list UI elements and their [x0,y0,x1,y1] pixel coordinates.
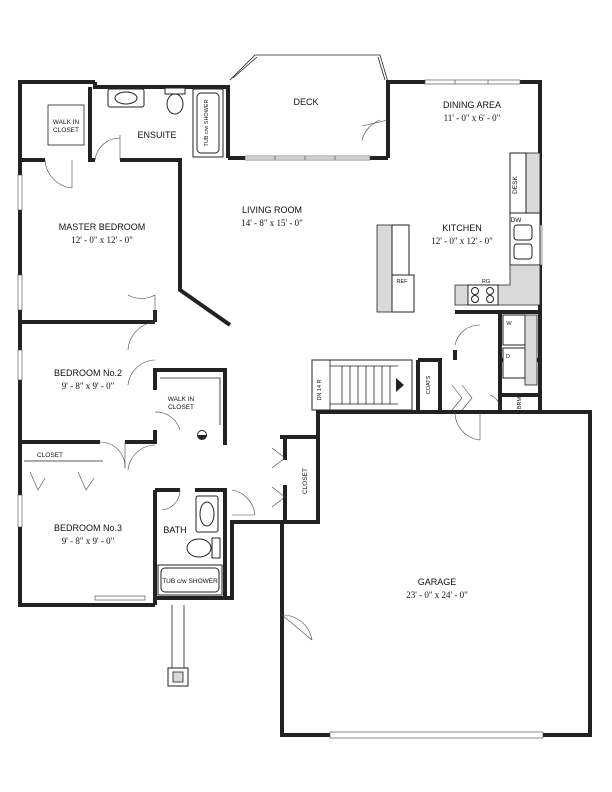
garage-label: GARAGE [418,577,457,587]
deck-label: DECK [293,97,318,107]
desk-label: DESK [512,175,519,193]
hall-closet [271,447,286,508]
bedroom3-dimensions: 9' - 8" x 9' - 0" [62,536,115,546]
washer-label: W [506,321,512,327]
master-closet-label-1: WALK IN [53,119,80,126]
fixture-labels: WALK IN CLOSET WALK IN CLOSET CLOSET TUB… [37,99,523,585]
bath-fixtures [157,495,223,596]
bed3-closet [24,460,103,491]
bed2-closet-label-2: CLOSET [168,404,194,411]
master-bedroom-label: MASTER BEDROOM [59,222,146,232]
bed3-closet-label: CLOSET [37,452,63,459]
fridge-label: REF [397,279,409,285]
living-label: LIVING ROOM [242,205,302,215]
coats-label: COATS [426,375,432,394]
room-labels: DECK DINING AREA 11' - 0" x 6' - 0" LIVI… [54,97,501,600]
range-label: RG [482,279,490,285]
master-closet-label-2: CLOSET [53,127,79,134]
bedroom3-label: BEDROOM No.3 [54,523,122,533]
doors [44,135,501,641]
ensuite-fixtures [107,87,224,158]
exterior-walls [18,80,592,737]
bedroom2-dimensions: 9' - 8" x 9' - 0" [62,381,115,391]
laundry [502,314,538,386]
ensuite-tub-label: TUB c/w SHOWER [204,99,210,146]
walkway [167,605,189,687]
broom-closet-label: BRM [517,396,523,409]
hall-closet-label: CLOSET [302,468,309,494]
dining-dimensions: 11' - 0" x 6' - 0" [444,113,501,123]
stairs [311,359,413,411]
master-bedroom-dimensions: 12' - 0" x 12' - 0" [71,235,133,245]
deck [229,54,389,141]
garage-dimensions: 23' - 0" x 24' - 0" [406,590,468,600]
bed2-closet [160,377,221,440]
kitchen-dimensions: 12' - 0" x 12' - 0" [431,236,493,246]
kitchen-counters [376,152,541,313]
stairs-label: DN 14 R [317,379,323,400]
living-dimensions: 14' - 8" x 15' - 0" [241,218,303,228]
bath-tub-label: TUB c/w SHOWER [162,578,218,585]
dishwasher-label: DW [511,217,523,224]
master-closet [47,104,85,146]
windows [17,79,544,739]
dryer-label: D [506,354,510,360]
ensuite-label: ENSUITE [137,130,176,140]
bed2-closet-label-1: WALK IN [168,396,195,403]
kitchen-label: KITCHEN [442,223,482,233]
bath-label: BATH [163,525,186,535]
bedroom2-label: BEDROOM No.2 [54,368,122,378]
dining-label: DINING AREA [443,100,501,110]
coats-closet [451,384,473,411]
